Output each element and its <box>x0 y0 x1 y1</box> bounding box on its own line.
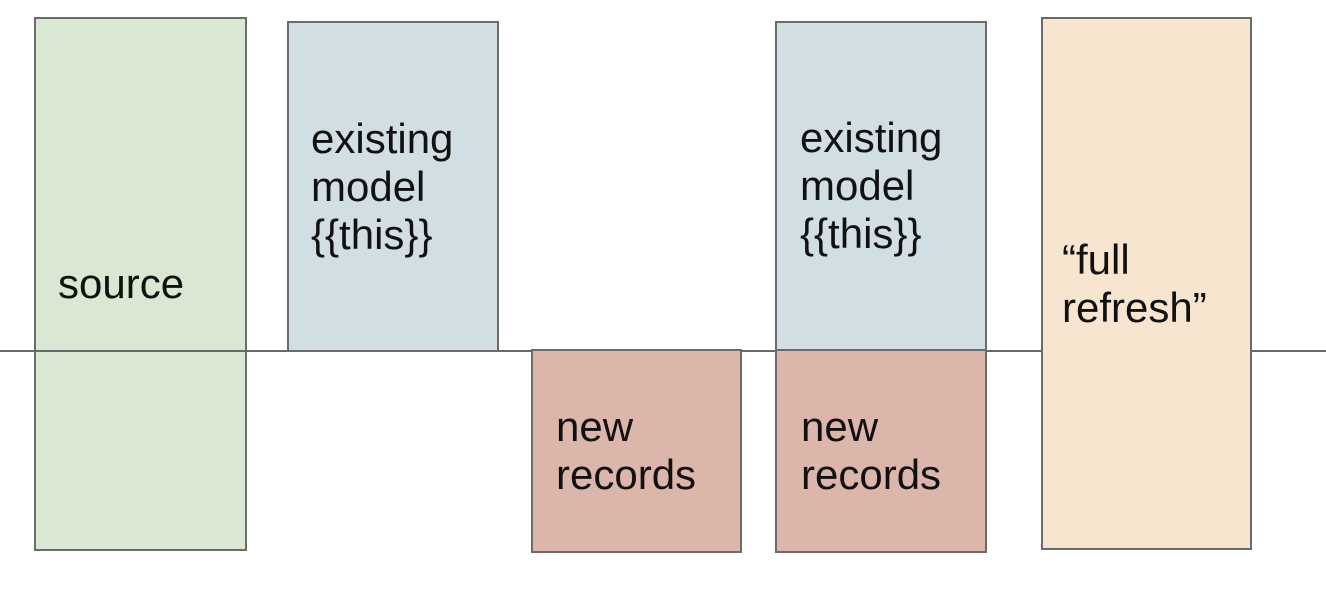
full-refresh-box: “full refresh” <box>1041 17 1252 550</box>
new-records-label-1: new records <box>556 403 697 498</box>
existing-model-box-2: existing model {{this}} <box>775 21 987 351</box>
existing-model-box-1: existing model {{this}} <box>287 21 499 352</box>
source-label: source <box>58 260 185 307</box>
existing-model-label-2: existing model {{this}} <box>800 114 943 257</box>
new-records-box-1: new records <box>531 349 742 553</box>
new-records-label-2: new records <box>801 403 942 498</box>
new-records-box-2: new records <box>775 349 987 553</box>
full-refresh-label: “full refresh” <box>1062 235 1207 331</box>
existing-model-label-1: existing model {{this}} <box>311 114 454 258</box>
source-box: source <box>34 17 247 551</box>
